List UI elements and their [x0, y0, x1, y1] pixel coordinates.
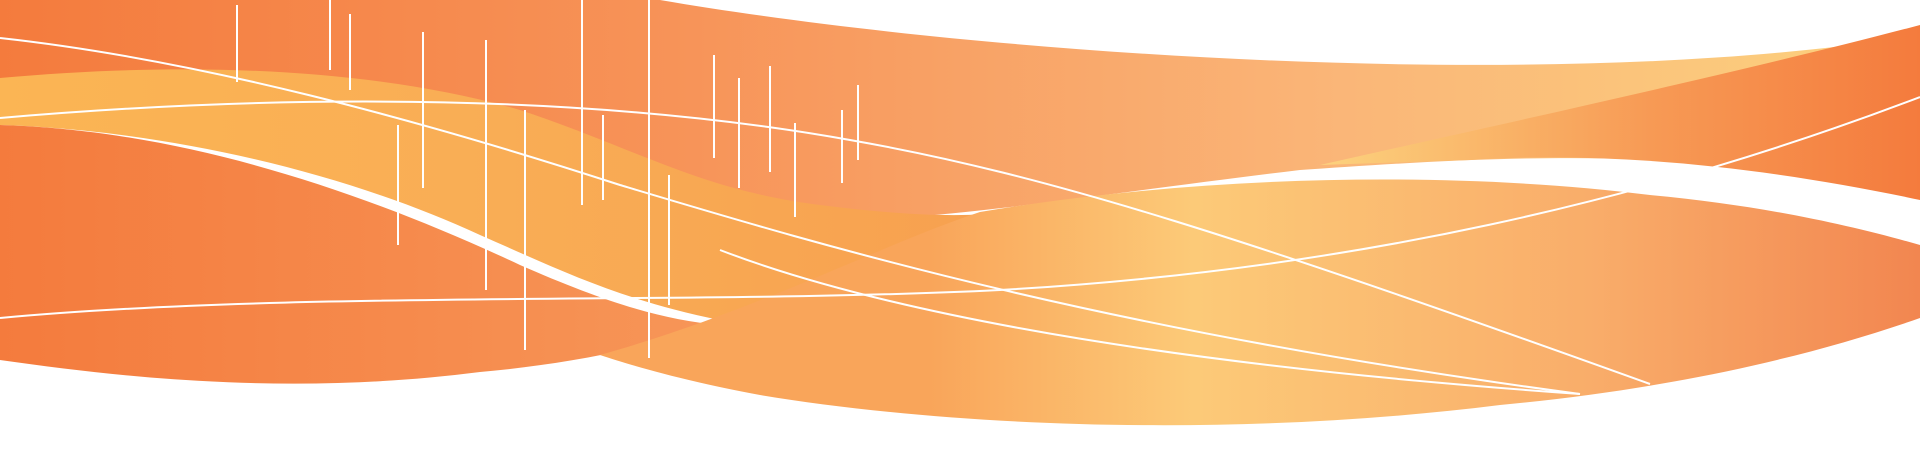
- curve-line-2: [0, 100, 1651, 385]
- curve-line-4: [719, 249, 1581, 395]
- left-wave-band: [0, 125, 720, 384]
- curve-line-3: [0, 96, 1920, 319]
- white-curve-lines: [0, 37, 1920, 395]
- bottom-wave-band: [600, 179, 1920, 426]
- vertical-tick-lines: [236, 0, 859, 358]
- gold-wave-ribbon: [0, 69, 1010, 321]
- curve-line-1: [0, 37, 1581, 395]
- top-wave-band: [0, 0, 1920, 222]
- right-wave-band: [1320, 25, 1920, 200]
